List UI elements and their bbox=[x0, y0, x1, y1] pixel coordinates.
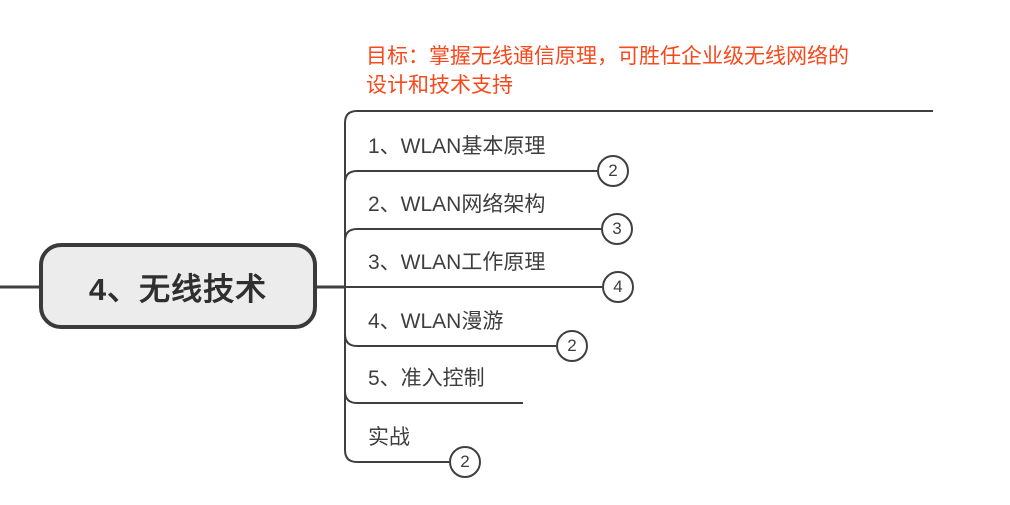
collapse-badge-3[interactable]: 4 bbox=[602, 271, 634, 303]
goal-note[interactable]: 目标：掌握无线通信原理，可胜任企业级无线网络的 设计和技术支持 bbox=[366, 42, 849, 100]
collapse-badge-4[interactable]: 2 bbox=[556, 330, 588, 362]
branch-topic-1[interactable]: 1、WLAN基本原理 bbox=[368, 135, 546, 158]
branch-topic-4[interactable]: 4、WLAN漫游 bbox=[368, 310, 504, 333]
collapse-badge-1[interactable]: 2 bbox=[597, 155, 629, 187]
goal-note-line1: 目标：掌握无线通信原理，可胜任企业级无线网络的 bbox=[366, 45, 849, 68]
branch-line-6 bbox=[344, 287, 449, 463]
branch-line-2 bbox=[344, 228, 601, 287]
branch-topic-3[interactable]: 3、WLAN工作原理 bbox=[368, 251, 546, 274]
note-branch-line bbox=[344, 110, 933, 287]
branch-topic-5[interactable]: 5、准入控制 bbox=[368, 367, 485, 390]
root-topic-node[interactable]: 4、无线技术 bbox=[39, 243, 317, 329]
collapse-badge-2[interactable]: 3 bbox=[601, 213, 633, 245]
branch-topic-6[interactable]: 实战 bbox=[368, 426, 410, 449]
branch-topic-2[interactable]: 2、WLAN网络架构 bbox=[368, 193, 546, 216]
branch-line-1 bbox=[344, 170, 597, 287]
root-topic-label: 4、无线技术 bbox=[88, 271, 268, 307]
collapse-badge-6[interactable]: 2 bbox=[449, 446, 481, 478]
goal-note-line2: 设计和技术支持 bbox=[366, 74, 513, 97]
